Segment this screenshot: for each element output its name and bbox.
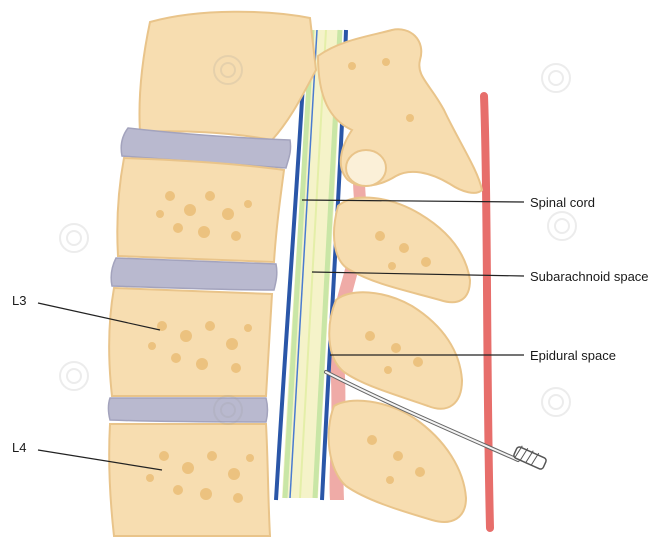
label-subarachnoid-space: Subarachnoid space [530, 269, 649, 284]
upper-vertebra-body [139, 12, 316, 140]
vertebra-body-l2 [117, 158, 284, 262]
label-l4: L4 [12, 440, 26, 455]
spinous-process-3 [329, 401, 466, 522]
label-epidural-space: Epidural space [530, 348, 616, 363]
posterior-skin-line [484, 96, 490, 528]
label-l3: L3 [12, 293, 26, 308]
needle-hub [513, 445, 547, 470]
vertebra-body-l3 [109, 288, 272, 396]
intervertebral-disc-3 [109, 398, 268, 422]
vertebra-body-l4 [109, 424, 270, 536]
upper-vertebra-arch [318, 29, 482, 193]
intervertebral-disc-2 [111, 258, 277, 290]
leader-spinal-cord [302, 200, 524, 202]
label-spinal-cord: Spinal cord [530, 195, 595, 210]
facet-joint [346, 150, 386, 186]
